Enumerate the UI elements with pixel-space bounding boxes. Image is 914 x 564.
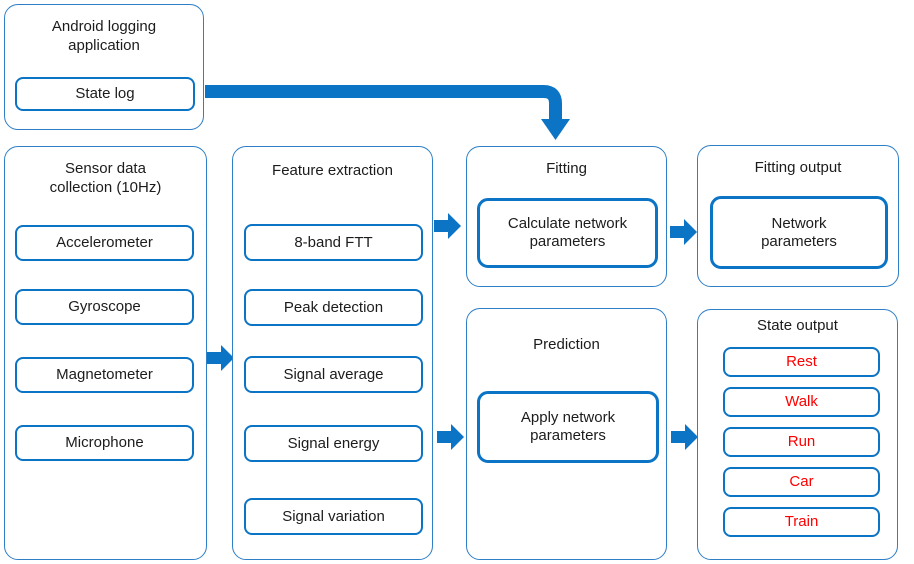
arrow-feature-to-prediction-icon <box>437 424 464 450</box>
arrow-fitting-to-output-icon <box>670 219 697 245</box>
panel-title: State output <box>757 317 838 334</box>
node-signal-energy: Signal energy <box>244 425 423 462</box>
node-signal-variation: Signal variation <box>244 498 423 535</box>
arrow-feature-to-fitting-icon <box>434 213 461 239</box>
panel-feature-extraction: Feature extraction 8-band FTT Peak detec… <box>232 146 433 560</box>
panel-fitting: Fitting Calculate network parameters <box>466 146 667 287</box>
node-accelerometer: Accelerometer <box>15 225 194 261</box>
arrow-sensor-to-feature-icon <box>207 345 234 371</box>
node-microphone: Microphone <box>15 425 194 461</box>
node-state-log: State log <box>15 77 195 111</box>
node-state-car: Car <box>723 467 880 497</box>
node-state-run: Run <box>723 427 880 457</box>
panel-title: Sensor data collection (10Hz) <box>49 160 162 196</box>
panel-state-output: State output Rest Walk Run Car Train <box>697 309 898 560</box>
panel-title: Fitting output <box>754 159 842 176</box>
arrow-prediction-to-state-icon <box>671 424 698 450</box>
panel-android-logging-application: Android logging application State log <box>4 4 204 130</box>
panel-sensor-data-collection: Sensor data collection (10Hz) Accelerome… <box>4 146 207 560</box>
panel-prediction: Prediction Apply network parameters <box>466 308 667 560</box>
node-network-parameters: Network parameters <box>710 196 888 269</box>
node-signal-average: Signal average <box>244 356 423 393</box>
panel-title: Prediction <box>533 336 600 353</box>
node-apply-network-parameters: Apply network parameters <box>477 391 659 463</box>
node-peak-detection: Peak detection <box>244 289 423 326</box>
node-state-rest: Rest <box>723 347 880 377</box>
panel-title: Feature extraction <box>272 162 393 179</box>
node-8-band-ftt: 8-band FTT <box>244 224 423 261</box>
node-calculate-network-parameters: Calculate network parameters <box>477 198 658 268</box>
node-state-train: Train <box>723 507 880 537</box>
node-gyroscope: Gyroscope <box>15 289 194 325</box>
node-magnetometer: Magnetometer <box>15 357 194 393</box>
panel-fitting-output: Fitting output Network parameters <box>697 145 899 287</box>
node-state-walk: Walk <box>723 387 880 417</box>
panel-title: Fitting <box>546 160 587 177</box>
panel-title: Android logging application <box>51 18 157 54</box>
